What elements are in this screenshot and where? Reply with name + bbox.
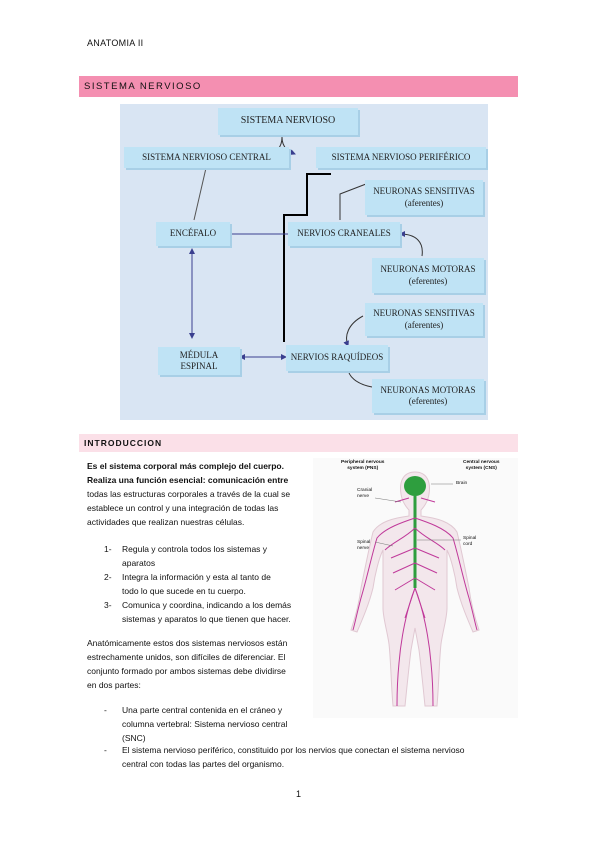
text-line: Regula y controla todos los sistemas y (122, 544, 268, 554)
label-pns: Peripheral nervous system (PNS) (341, 460, 384, 471)
node-medula-espinal: MÉDULA ESPINAL (158, 347, 240, 375)
text-line: Una parte central contenida en el cráneo… (122, 705, 283, 715)
nervous-system-diagram: SISTEMA NERVIOSO SISTEMA NERVIOSO CENTRA… (120, 104, 488, 420)
label-brain: Brain (456, 481, 468, 486)
list-number: 3- (104, 600, 112, 610)
label-text: Spinal (357, 540, 371, 545)
text-line: Realiza una función esencial: comunicaci… (87, 475, 289, 485)
section-title-text: INTRODUCCION (84, 438, 163, 448)
text-line: Integra la información y esta al tanto d… (122, 572, 271, 582)
node-text: MÉDULA (179, 349, 219, 360)
node-text: NEURONAS SENSITIVAS (373, 186, 475, 197)
node-sistema-nervioso: SISTEMA NERVIOSO (218, 108, 358, 135)
label-text: Spinal (463, 536, 477, 541)
node-nervios-raquideos: NERVIOS RAQUÍDEOS (286, 345, 388, 371)
node-text: NEURONAS MOTORAS (380, 264, 476, 275)
label-text: Cranial (357, 488, 373, 493)
text-line: actividades que realizan nuestras célula… (87, 517, 245, 527)
link-sens-raquideos (343, 315, 364, 347)
label-text: nerve (357, 493, 369, 499)
text-line: El sistema nervioso periférico, constitu… (122, 745, 465, 755)
text-line: establece un control y una integración d… (87, 503, 279, 513)
text-line: columna vertebral: Sistema nervioso cent… (122, 719, 288, 729)
list-number: 1- (104, 544, 112, 554)
intro-paragraph-1: Es el sistema corporal más complejo del … (87, 459, 312, 529)
node-neuronas-sensitivas-2: NEURONAS SENSITIVAS (aferentes) (365, 303, 483, 336)
label-spinal-cord: Spinal cord (463, 536, 476, 547)
label-spinal-nerve: Spinal nerve (357, 540, 370, 551)
list-item: 1- Regula y controla todos los sistemas … (104, 542, 314, 570)
intro-paragraph-2: Anatómicamente estos dos sistemas nervio… (87, 636, 312, 692)
list-item: 3- Comunica y coordina, indicando a los … (104, 598, 314, 626)
label-text: system (PNS) (347, 465, 379, 471)
bullet-mark: - (104, 745, 107, 755)
link-peripheral-nerves (283, 173, 331, 342)
page-number: 1 (296, 789, 302, 799)
text-line: aparatos (122, 558, 156, 568)
node-nervios-craneales: NERVIOS CRANEALES (288, 222, 400, 246)
list-number: 2- (104, 572, 112, 582)
label-text: nerve (357, 545, 369, 551)
node-text: NEURONAS MOTORAS (380, 384, 476, 395)
text-line: Es el sistema corporal más complejo del … (87, 461, 284, 471)
node-text: NEURONAS SENSITIVAS (373, 308, 475, 319)
body-illustration (350, 471, 480, 707)
text-line: conjunto formado por ambos sistemas debe… (87, 666, 286, 676)
nervous-system-figure: Peripheral nervous system (PNS) Central … (313, 458, 518, 718)
document-header: ANATOMIA II (87, 38, 144, 48)
link-mot-craneales (399, 231, 423, 257)
node-text: (aferentes) (404, 197, 444, 208)
bullet-item: - El sistema nervioso periférico, consti… (104, 743, 504, 771)
list-item: 2- Integra la información y esta al tant… (104, 570, 314, 598)
text-line: central con todas las partes del organis… (122, 759, 285, 769)
node-neuronas-motoras-2: NEURONAS MOTORAS (eferentes) (372, 379, 484, 413)
text-line: Comunica y coordina, indicando a los dem… (122, 600, 292, 610)
label-text: Peripheral nervous (341, 460, 385, 465)
text-line: en dos partes: (87, 680, 141, 690)
node-text: (eferentes) (408, 275, 448, 286)
text-line: (SNC) (122, 733, 146, 743)
node-text: (eferentes) (408, 396, 448, 406)
label-text: Central nervous (463, 460, 500, 465)
peripheral-nerves (352, 497, 478, 707)
text-line: estrechamente unidos, son difíciles de d… (87, 652, 286, 662)
node-neuronas-motoras-1: NEURONAS MOTORAS (eferentes) (372, 258, 484, 293)
text-line: todas las estructuras corporales a travé… (87, 489, 291, 499)
bullet-item: - Una parte central contenida en el crán… (104, 703, 314, 745)
section-title-text: SISTEMA NERVIOSO (84, 81, 202, 92)
node-encefalo: ENCÉFALO (156, 222, 230, 246)
label-text: system (CNS) (465, 465, 497, 471)
bullet-mark: - (104, 705, 107, 715)
label-leaders (374, 483, 461, 547)
section-title-sistema-nervioso: SISTEMA NERVIOSO (79, 76, 518, 97)
link-craneales-sens (339, 183, 367, 220)
section-title-introduccion: INTRODUCCION (79, 434, 518, 452)
text-line: sistemas y aparatos lo que tienen que ha… (122, 614, 291, 624)
text-line: Anatómicamente estos dos sistemas nervio… (87, 638, 288, 648)
node-text: (aferentes) (404, 319, 444, 330)
label-cranial-nerve: Cranial nerve (357, 488, 372, 499)
text-line: todo lo que sucede en tu cuerpo. (122, 586, 246, 596)
link-central-encefalo (193, 167, 207, 221)
node-text: ESPINAL (180, 361, 218, 371)
node-snc: SISTEMA NERVIOSO CENTRAL (124, 147, 289, 168)
label-text: cord (463, 541, 473, 547)
label-cns: Central nervous system (CNS) (463, 460, 500, 471)
brain-shape (404, 476, 426, 496)
node-snp: SISTEMA NERVIOSO PERIFÉRICO (316, 147, 486, 168)
node-neuronas-sensitivas-1: NEURONAS SENSITIVAS (aferentes) (365, 180, 483, 215)
